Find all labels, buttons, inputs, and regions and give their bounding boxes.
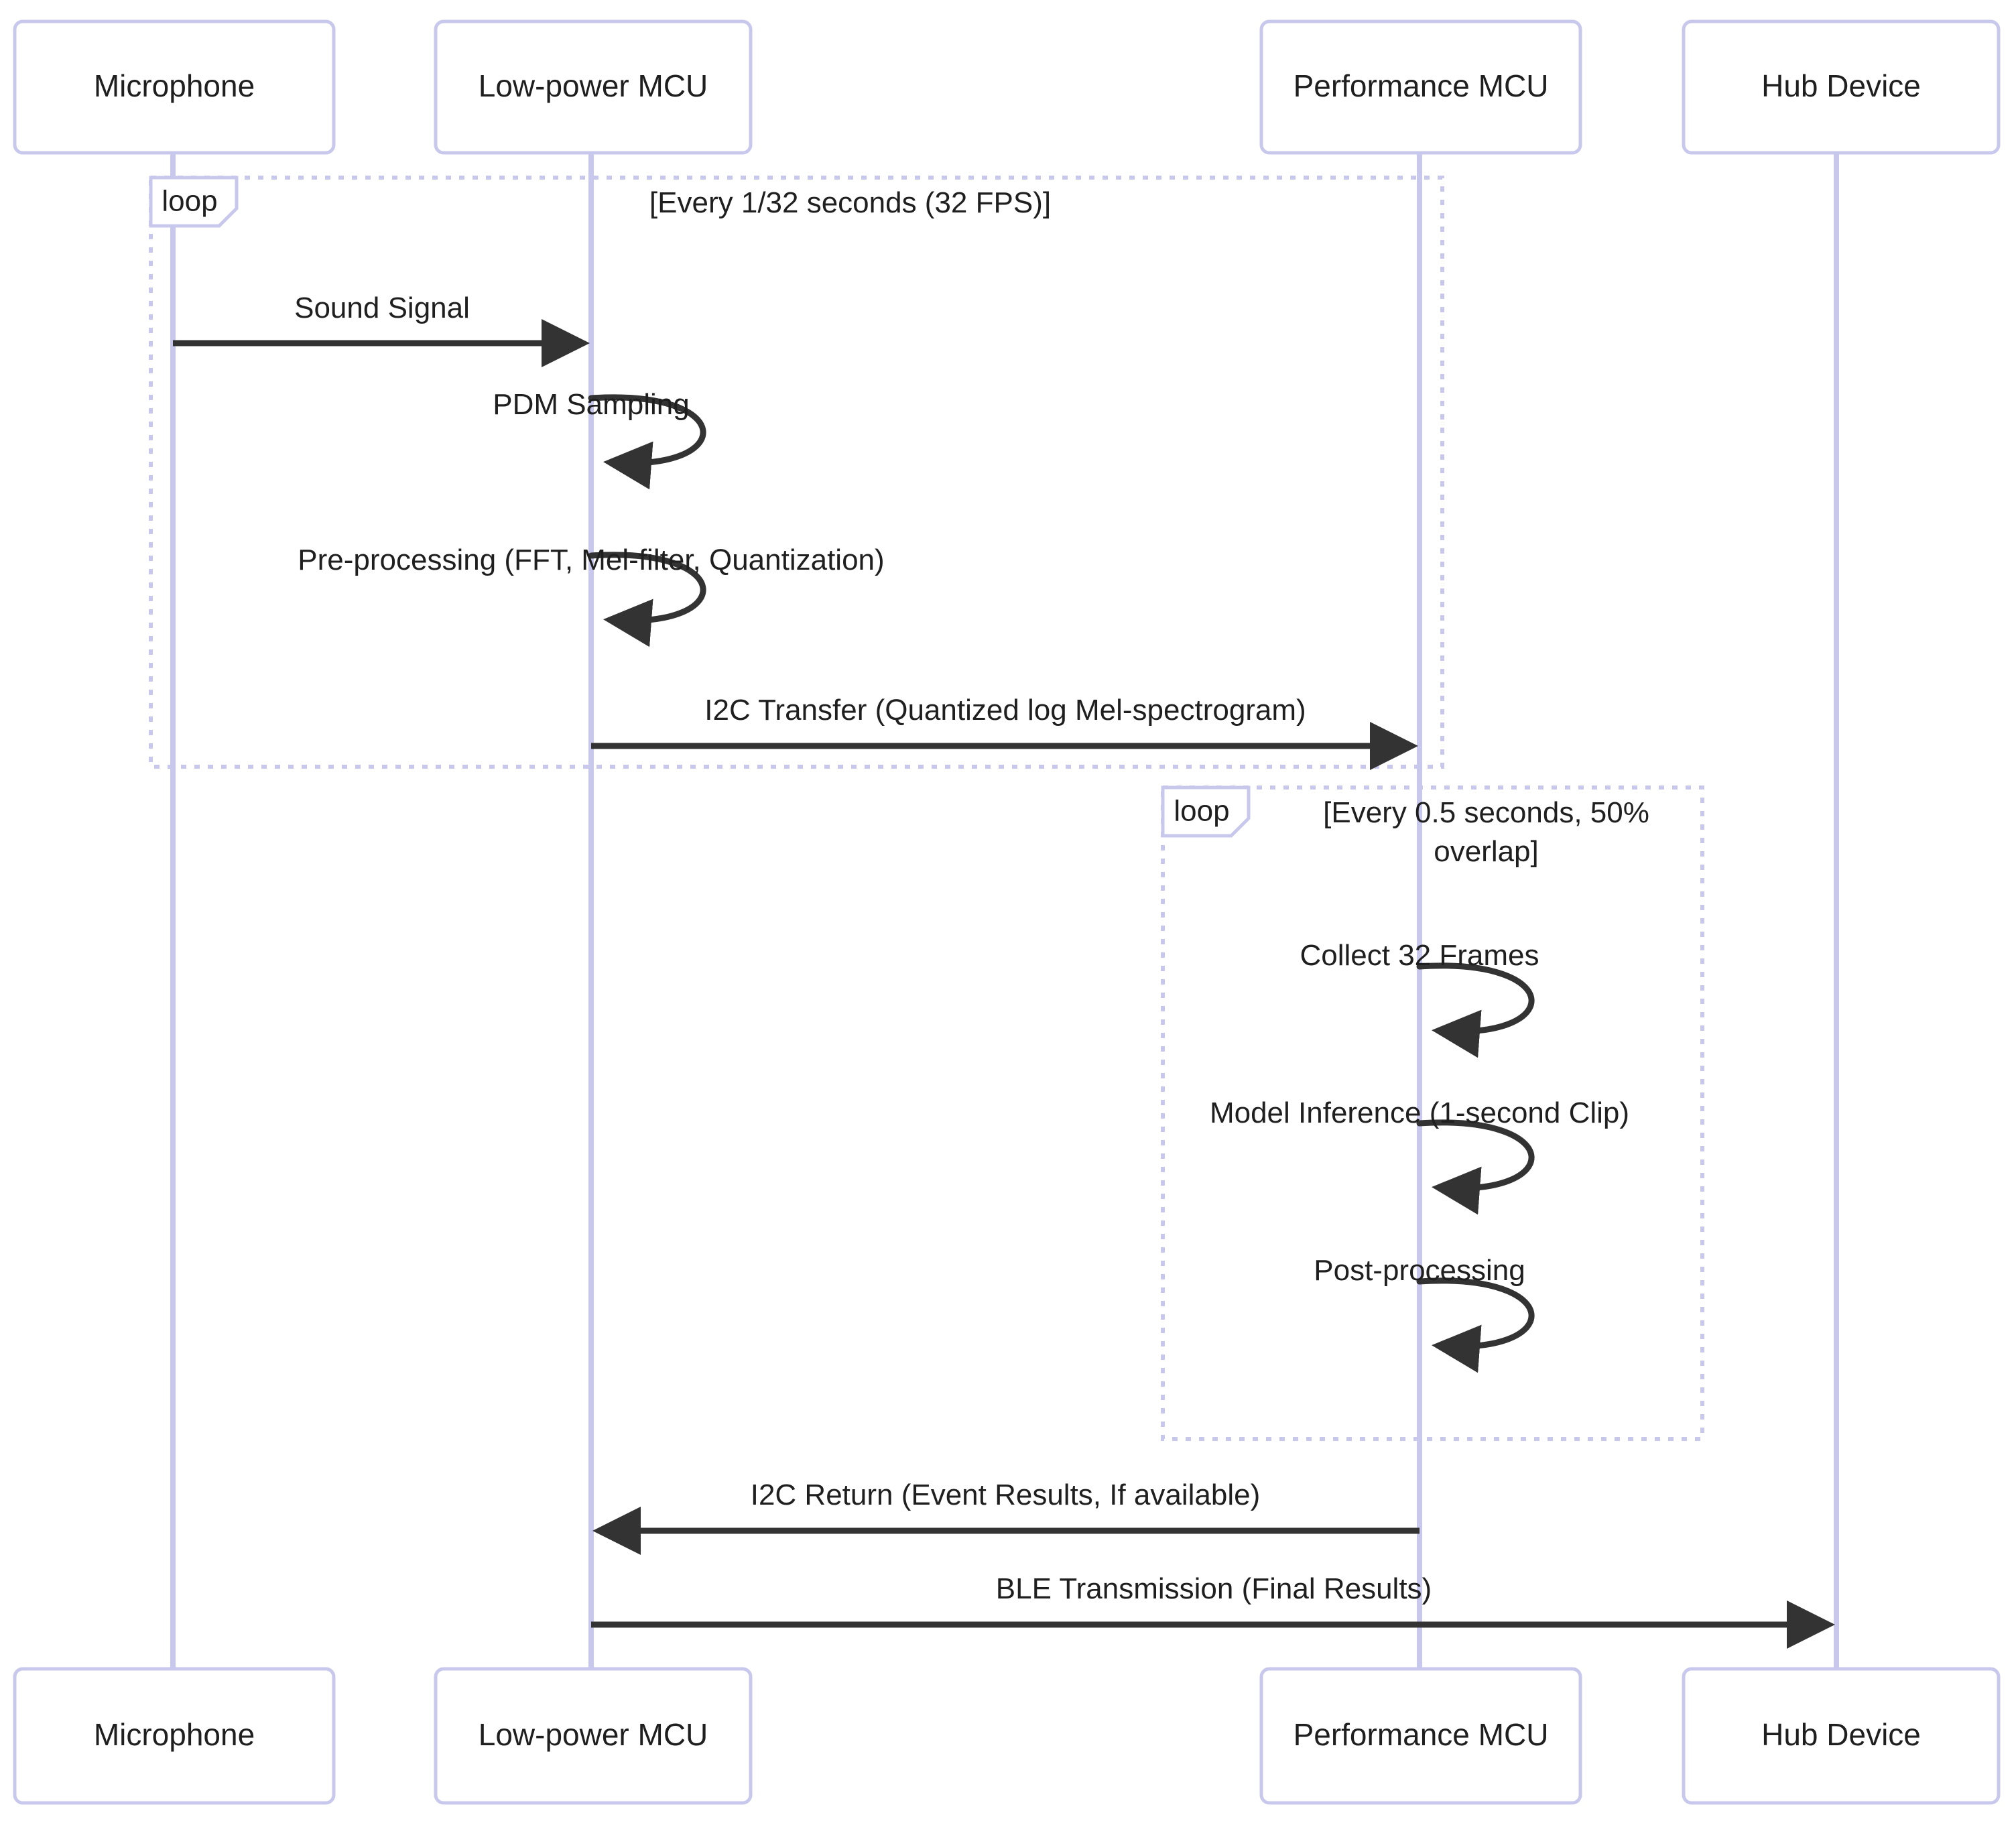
self-message-arc: [1416, 1119, 1535, 1215]
actor-label-bottom-lmcu: Low-power MCU: [479, 1717, 708, 1752]
loop-tag-loop-outer: [149, 176, 239, 228]
message-label: PDM Sampling: [493, 388, 689, 421]
message-label: I2C Transfer (Quantized log Mel-spectrog…: [704, 694, 1306, 727]
message-label: Sound Signal: [294, 292, 470, 324]
actor-box-top-lmcu[interactable]: [434, 19, 753, 155]
actor-label-bottom-mic: Microphone: [94, 1717, 255, 1752]
self-message-arc: [1416, 962, 1535, 1058]
self-message-arc: [588, 552, 706, 647]
self-message-arc: [588, 394, 706, 490]
actor-box-top-pmcu[interactable]: [1259, 19, 1582, 155]
loop-frame-loop-outer: [149, 176, 1444, 769]
actor-box-top-mic[interactable]: [13, 19, 336, 155]
actor-label-bottom-pmcu: Performance MCU: [1294, 1717, 1549, 1752]
self-message-arc: [1416, 1277, 1535, 1373]
actor-box-bottom-pmcu[interactable]: [1259, 1667, 1582, 1805]
actor-box-bottom-lmcu[interactable]: [434, 1667, 753, 1805]
loop-condition-loop-outer: [Every 1/32 seconds (32 FPS)]: [649, 186, 1051, 219]
actor-box-bottom-mic[interactable]: [13, 1667, 336, 1805]
message-label: I2C Return (Event Results, If available): [751, 1479, 1261, 1511]
message-label: Post-processing: [1314, 1254, 1525, 1287]
actor-label-top-hub: Hub Device: [1761, 68, 1921, 103]
message-label: Model Inference (1-second Clip): [1210, 1096, 1629, 1129]
loop-tag-loop-inner: [1161, 785, 1251, 838]
fragments-group: loop [Every 1/32 seconds (32 FPS)] loop [Ev…: [149, 176, 1704, 1441]
loop-frame-loop-inner: [1161, 785, 1704, 1441]
actor-box-top-hub[interactable]: [1682, 19, 2001, 155]
actor-label-bottom-hub: Hub Device: [1761, 1717, 1921, 1752]
message-label: Collect 32 Frames: [1300, 939, 1539, 972]
loop-tag-label-loop-outer: loop: [162, 185, 217, 218]
message-label: BLE Transmission (Final Results): [996, 1572, 1432, 1605]
actor-label-top-lmcu: Low-power MCU: [479, 68, 708, 103]
lifelines-group: [170, 153, 1839, 1669]
message-label: Pre-processing (FFT, Mel-filter, Quantiz…: [298, 544, 884, 576]
loop-condition-loop-inner: [Every 0.5 seconds, 50%overlap]: [1323, 796, 1649, 868]
actor-box-bottom-hub[interactable]: [1682, 1667, 2001, 1805]
actor-label-top-mic: Microphone: [94, 68, 255, 103]
actor-label-top-pmcu: Performance MCU: [1294, 68, 1549, 103]
loop-tag-label-loop-inner: loop: [1174, 795, 1229, 828]
